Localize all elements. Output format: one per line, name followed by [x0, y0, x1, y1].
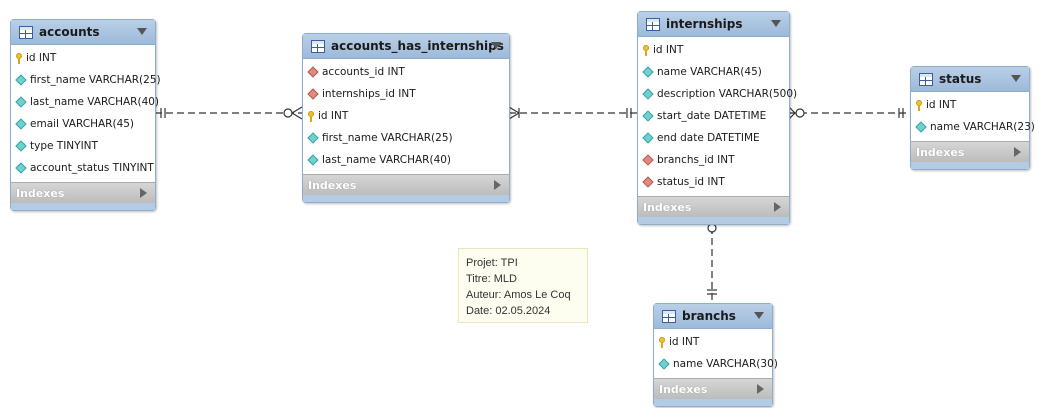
column-icon — [915, 121, 927, 133]
foreign-key-icon — [307, 88, 319, 100]
collapse-arrow-icon[interactable] — [137, 28, 147, 35]
column-icon — [15, 96, 27, 108]
collapse-arrow-icon[interactable] — [491, 42, 501, 49]
column-row[interactable]: name VARCHAR(23) — [911, 116, 1035, 138]
table-name: internships — [666, 17, 743, 31]
column-row[interactable]: internships_id INT — [303, 83, 509, 105]
column-row[interactable]: accounts_id INT — [303, 61, 509, 83]
column-icon — [307, 132, 319, 144]
table-header[interactable]: branchs — [654, 304, 772, 329]
foreign-key-icon — [307, 66, 319, 78]
column-icon — [15, 140, 27, 152]
primary-key-icon — [916, 99, 922, 111]
column-row[interactable]: description VARCHAR(500) — [638, 83, 797, 105]
collapse-arrow-icon[interactable] — [1011, 75, 1021, 82]
column-icon — [15, 162, 27, 174]
table-internships[interactable]: internships id INT name VARCHAR(45) desc… — [637, 11, 797, 225]
column-icon — [15, 74, 27, 86]
column-row[interactable]: id INT — [654, 331, 772, 353]
table-name: accounts — [39, 25, 100, 39]
foreign-key-icon — [642, 176, 654, 188]
table-header[interactable]: internships — [638, 12, 789, 37]
indexes-section[interactable]: Indexes — [11, 182, 155, 203]
table-icon — [919, 72, 933, 86]
column-row[interactable]: id INT — [638, 39, 789, 61]
diagram-note[interactable]: Projet: TPI Titre: MLD Auteur: Amos Le C… — [458, 248, 588, 323]
column-row[interactable]: id INT — [911, 94, 1029, 116]
table-name: status — [939, 72, 982, 86]
column-icon — [642, 88, 654, 100]
column-icon — [15, 118, 27, 130]
table-header[interactable]: accounts_has_internships — [303, 34, 509, 59]
table-branchs[interactable]: branchs id INT name VARCHAR(30) Indexes — [653, 303, 778, 407]
column-row[interactable]: name VARCHAR(45) — [638, 61, 789, 83]
primary-key-icon — [659, 336, 665, 348]
column-row[interactable]: start_date DATETIME — [638, 105, 789, 127]
link-ahi-internships-many-end — [508, 106, 520, 120]
collapse-arrow-icon[interactable] — [771, 20, 781, 27]
column-row[interactable]: first_name VARCHAR(25) — [303, 127, 509, 149]
column-row[interactable]: id INT — [303, 105, 509, 127]
link-accounts-ahi-one-end — [160, 108, 166, 118]
column-row[interactable]: type TINYINT — [11, 135, 155, 157]
indexes-section[interactable]: Indexes — [654, 378, 772, 399]
column-row[interactable]: last_name VARCHAR(40) — [303, 149, 509, 171]
table-header[interactable]: accounts — [11, 20, 155, 45]
expand-arrow-icon[interactable] — [140, 188, 147, 198]
foreign-key-icon — [642, 154, 654, 166]
column-row[interactable]: status_id INT — [638, 171, 789, 193]
link-accounts-ahi-many-end — [283, 106, 303, 120]
column-row[interactable]: last_name VARCHAR(40) — [11, 91, 159, 113]
expand-arrow-icon[interactable] — [774, 202, 781, 212]
column-row[interactable]: end date DATETIME — [638, 127, 789, 149]
table-name: accounts_has_internships — [331, 39, 504, 53]
link-internships-status-many-end — [788, 106, 805, 120]
column-row[interactable]: branchs_id INT — [638, 149, 789, 171]
column-icon — [658, 358, 670, 370]
column-row[interactable]: name VARCHAR(30) — [654, 353, 778, 375]
primary-key-icon — [16, 52, 22, 64]
column-icon — [307, 154, 319, 166]
table-accounts-has-internships[interactable]: accounts_has_internships accounts_id INT… — [302, 33, 510, 203]
collapse-arrow-icon[interactable] — [754, 312, 764, 319]
indexes-section[interactable]: Indexes — [303, 174, 509, 195]
table-status[interactable]: status id INT name VARCHAR(23) Indexes — [910, 66, 1035, 170]
note-line-title: Titre: MLD — [466, 273, 517, 285]
table-header[interactable]: status — [911, 67, 1029, 92]
column-row[interactable]: email VARCHAR(45) — [11, 113, 155, 135]
link-ahi-internships-one-end — [626, 108, 632, 118]
expand-arrow-icon[interactable] — [757, 384, 764, 394]
column-row[interactable]: first_name VARCHAR(25) — [11, 69, 161, 91]
note-line-date: Date: 02.05.2024 — [466, 305, 551, 317]
table-icon — [19, 25, 33, 39]
column-row[interactable]: account_status TINYINT — [11, 157, 155, 179]
primary-key-icon — [308, 110, 314, 122]
column-row[interactable]: id INT — [11, 47, 155, 69]
link-internships-branchs-one-end — [707, 289, 717, 295]
note-line-project: Projet: TPI — [466, 257, 518, 269]
expand-arrow-icon[interactable] — [1014, 147, 1021, 157]
indexes-section[interactable]: Indexes — [911, 141, 1029, 162]
column-icon — [642, 132, 654, 144]
column-icon — [642, 66, 654, 78]
expand-arrow-icon[interactable] — [494, 180, 501, 190]
table-name: branchs — [682, 309, 736, 323]
table-icon — [662, 309, 676, 323]
column-icon — [642, 110, 654, 122]
indexes-section[interactable]: Indexes — [638, 196, 789, 217]
primary-key-icon — [643, 44, 649, 56]
table-icon — [311, 39, 325, 53]
link-internships-status-one-end — [898, 108, 904, 118]
note-line-author: Auteur: Amos Le Coq — [466, 289, 571, 301]
table-accounts[interactable]: accounts id INT first_name VARCHAR(25) l… — [10, 19, 161, 211]
table-icon — [646, 17, 660, 31]
